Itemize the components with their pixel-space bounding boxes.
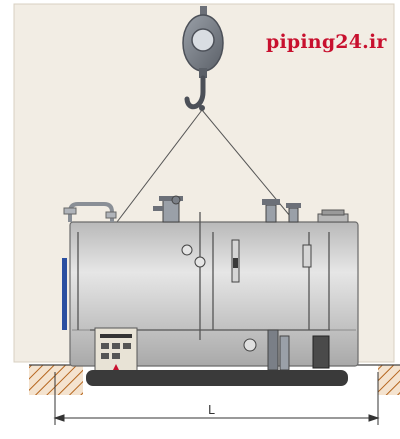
pressure-gauge-icon [181,244,206,268]
level-gauge-icon [231,239,312,283]
main-steam-valve-icon [153,195,183,223]
left-foundation [29,365,83,395]
right-foundation [378,365,400,395]
safety-valve-icon [262,199,301,223]
watermark-text: piping24.ir [266,31,387,53]
lifting-hook-icon [182,6,224,111]
skid-base [86,370,348,386]
dimension-label: L [208,403,215,417]
pump-assembly [243,329,330,371]
dimension-line [53,372,380,425]
top-pipe-loop [63,202,117,222]
manhole-cover [317,209,349,223]
instrument-piping [77,212,330,340]
control-panel-icon [94,327,138,377]
side-sight-glass [62,258,67,330]
